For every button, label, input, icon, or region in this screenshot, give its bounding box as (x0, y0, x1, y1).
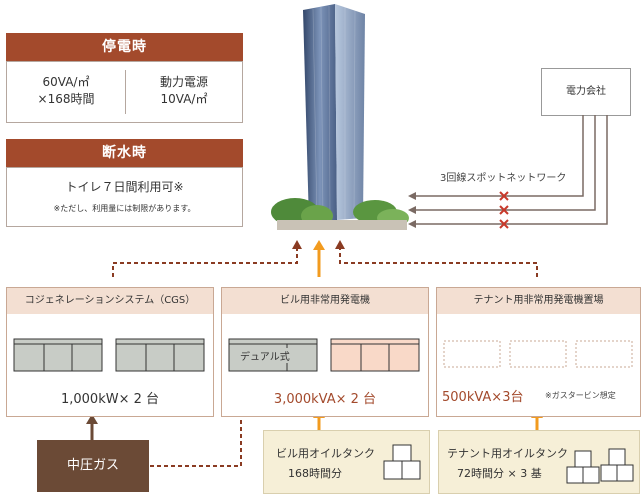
network-label: 3回線スポットネットワーク (440, 173, 567, 184)
building-tank-box: ビル用オイルタンク 168時間分 (263, 430, 430, 494)
building-tank-line2: 168時間分 (288, 467, 342, 480)
cgs-header: コジェネレーションシステム（CGS） (6, 287, 214, 315)
outage-header: 停電時 (6, 33, 243, 61)
tenant-tank-line1: テナント用オイルタンク (447, 447, 568, 460)
tenant-gen-unit-icon (443, 340, 633, 368)
power-company-label: 電力会社 (566, 86, 606, 97)
outage-left-line1: 60VA/㎡ (42, 75, 90, 89)
water-line1: トイレ７日間利用可※ (65, 180, 184, 194)
gas-label: 中圧ガス (66, 458, 119, 473)
building-gen-unit-icon (228, 338, 420, 372)
outage-right-line1: 動力電源 (159, 75, 208, 89)
oil-tank-icon (383, 444, 421, 480)
building-gen-capacity: 3,000kVA× 2 台 (273, 392, 377, 407)
cut-marks (499, 191, 509, 229)
tenant-oil-tank-icon (566, 448, 634, 484)
water-note: ※ただし、利用量には制限があります。 (53, 204, 196, 213)
building-tank-line1: ビル用オイルタンク (276, 447, 375, 460)
dual-label: デュアル式 (240, 348, 290, 363)
skyscraper-illustration (271, 4, 409, 230)
tenant-gen-panel: 500kVA×3台 ※ガスタービン想定 (436, 314, 641, 417)
cgs-unit-icon (13, 338, 205, 372)
outage-divider (125, 70, 126, 114)
power-company-box: 電力会社 (541, 68, 631, 116)
tenant-tank-line2: 72時間分 × 3 基 (457, 467, 542, 480)
gas-box: 中圧ガス (37, 440, 149, 492)
tenant-gen-note: ※ガスタービン想定 (545, 391, 616, 400)
cgs-capacity: 1,000kW× 2 台 (60, 392, 160, 407)
outage-right-line2: 10VA/㎡ (160, 92, 208, 106)
cgs-panel: 1,000kW× 2 台 (6, 314, 214, 417)
tenant-tank-box: テナント用オイルタンク 72時間分 × 3 基 (438, 430, 640, 494)
outage-panel: 60VA/㎡ ×168時間 動力電源 10VA/㎡ (6, 61, 243, 123)
tenant-gen-capacity: 500kVA×3台 (442, 390, 524, 405)
outage-left-line2: ×168時間 (37, 92, 95, 106)
building-gen-header: ビル用非常用発電機 (221, 287, 429, 315)
building-gen-panel: デュアル式 3,000kVA× 2 台 (221, 314, 429, 417)
water-panel: トイレ７日間利用可※ ※ただし、利用量には制限があります。 (6, 167, 243, 227)
water-header: 断水時 (6, 139, 243, 167)
tenant-gen-header: テナント用非常用発電機置場 (436, 287, 641, 315)
